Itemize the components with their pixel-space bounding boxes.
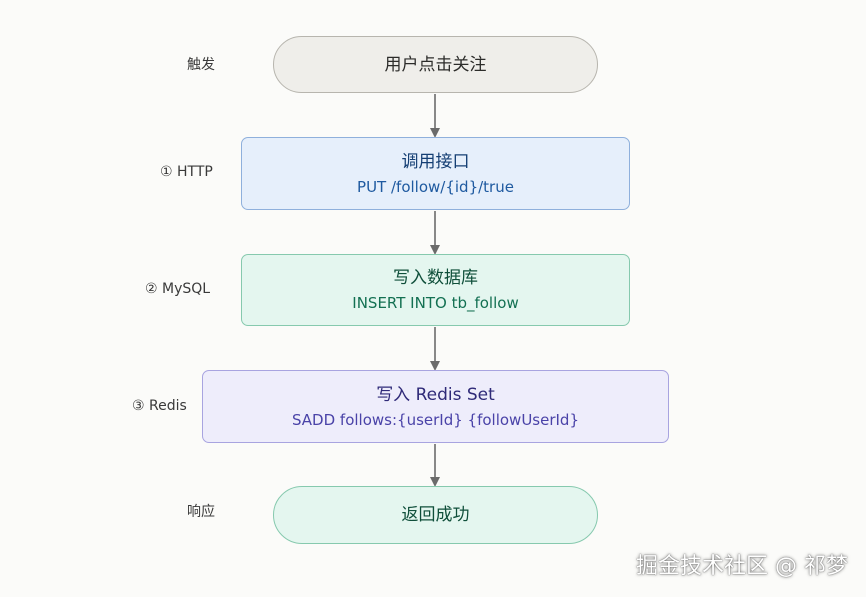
step-redis-title: 写入 Redis Set	[376, 384, 495, 405]
label-redis: ③ Redis	[132, 398, 187, 414]
step-mysql: 写入数据库 INSERT INTO tb_follow	[241, 254, 630, 326]
label-trigger: 触发	[187, 57, 215, 73]
step-redis: 写入 Redis Set SADD follows:{userId} {foll…	[202, 370, 669, 443]
label-response: 响应	[187, 504, 215, 520]
watermark: 掘金技术社区 @ 祁梦	[636, 554, 848, 579]
step-trigger: 用户点击关注	[273, 36, 598, 93]
step-http: 调用接口 PUT /follow/{id}/true	[241, 137, 630, 210]
label-http: ① HTTP	[160, 164, 213, 180]
label-mysql: ② MySQL	[145, 281, 211, 297]
step-http-detail: PUT /follow/{id}/true	[357, 177, 514, 196]
step-redis-detail: SADD follows:{userId} {followUserId}	[291, 410, 579, 429]
step-response: 返回成功	[273, 486, 598, 544]
step-trigger-title: 用户点击关注	[384, 54, 487, 75]
step-mysql-title: 写入数据库	[393, 268, 478, 288]
step-mysql-detail: INSERT INTO tb_follow	[352, 294, 519, 312]
step-response-title: 返回成功	[401, 505, 470, 525]
step-http-title: 调用接口	[401, 151, 470, 172]
